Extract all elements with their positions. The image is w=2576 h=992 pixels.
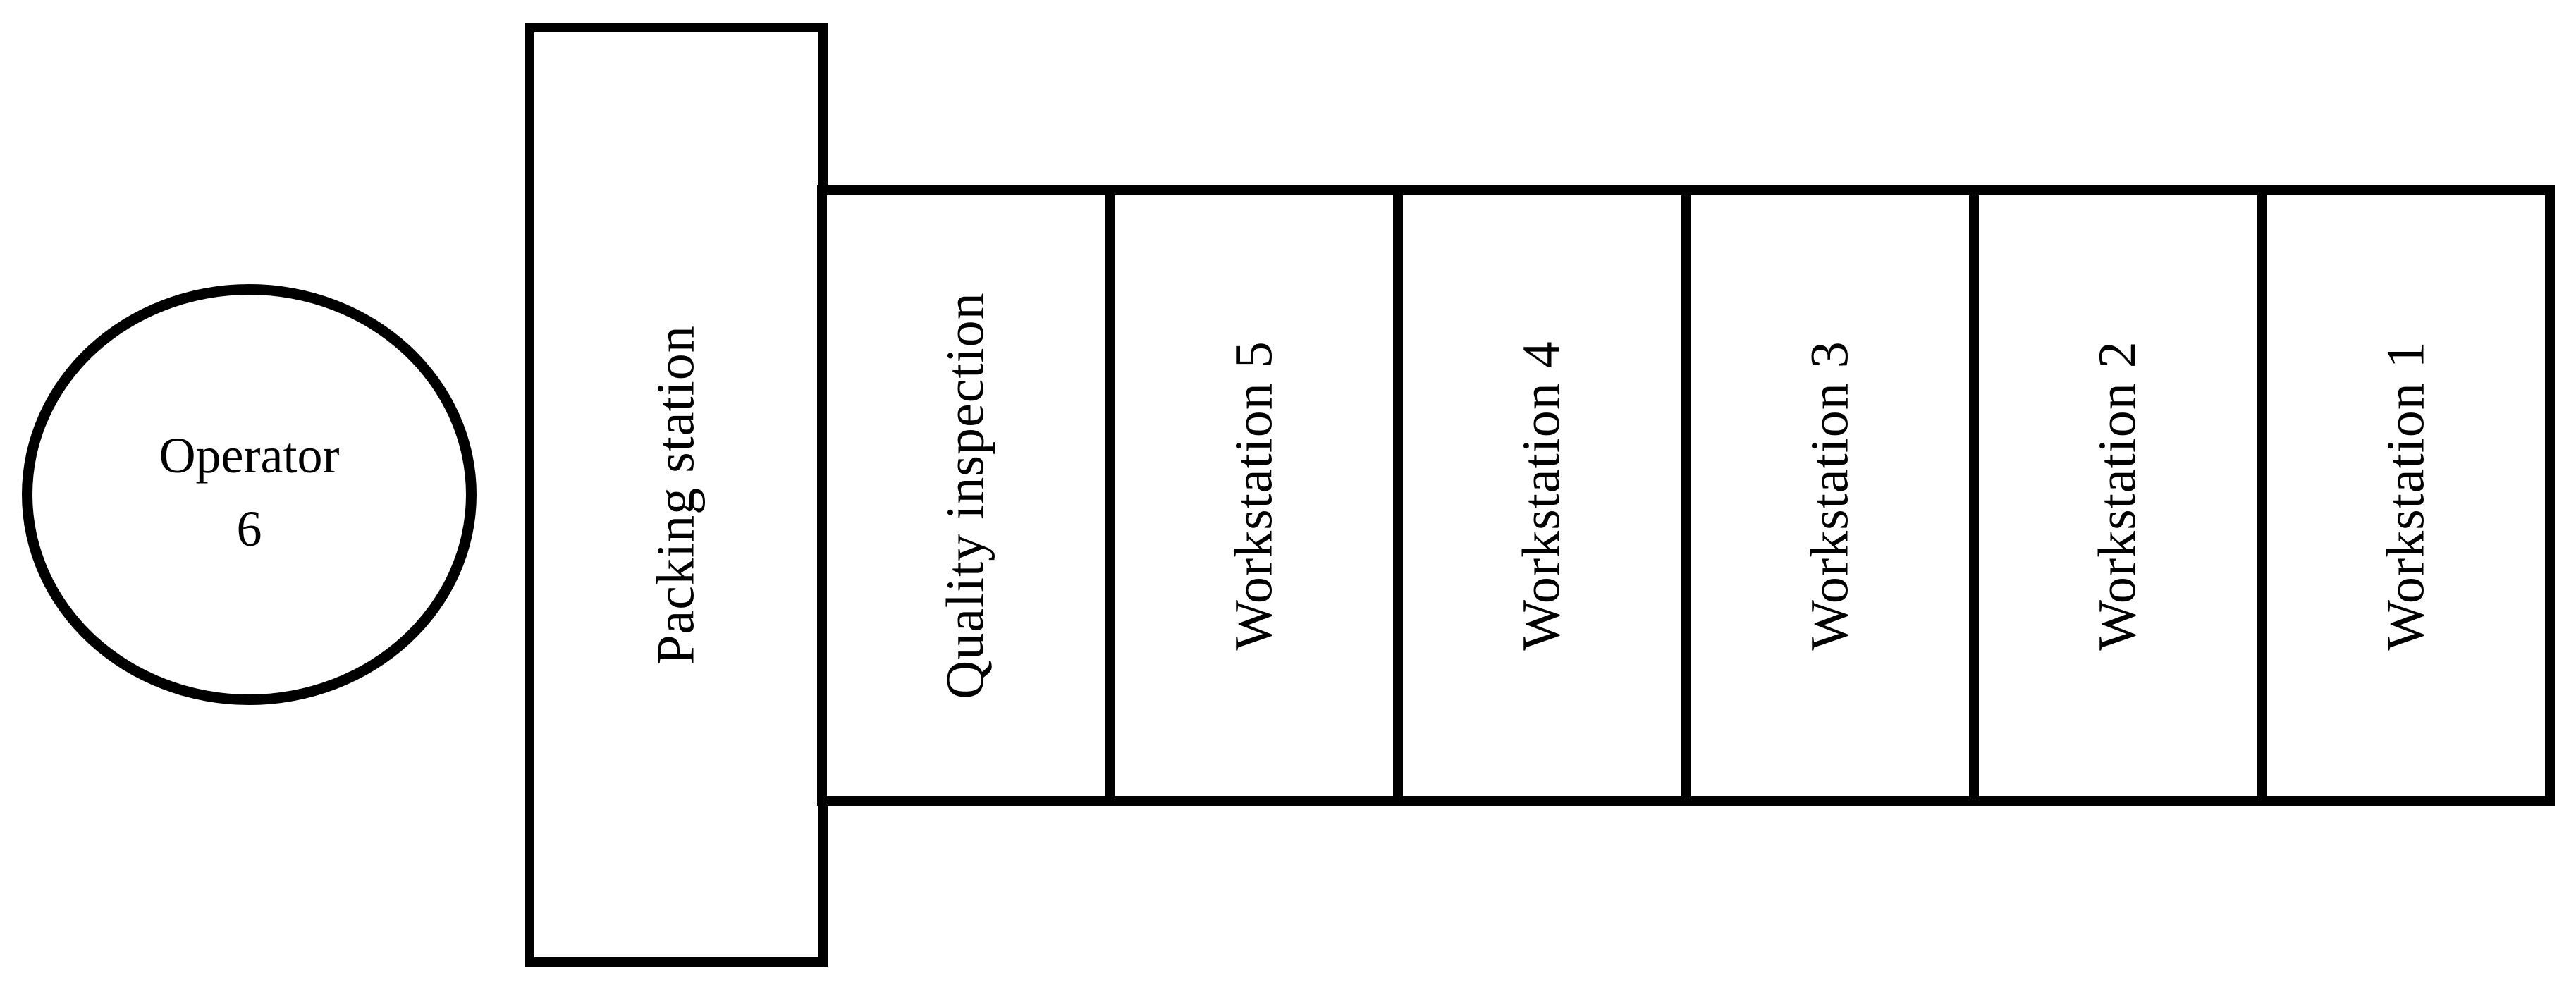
station-cell-workstation-2: Workstation 2 (1969, 195, 2257, 796)
station-cell-workstation-1: Workstation 1 (2257, 195, 2545, 796)
stations-row: Quality inspection Workstation 5 Worksta… (817, 185, 2555, 806)
operator-name-text: Operator (159, 427, 340, 484)
operator-ellipse: Operator 6 (22, 284, 477, 705)
station-label: Workstation 3 (1800, 341, 1860, 651)
station-cell-quality-inspection: Quality inspection (827, 195, 1105, 796)
operator-label: Operator 6 (159, 418, 340, 565)
station-cell-workstation-4: Workstation 4 (1393, 195, 1681, 796)
operator-number-text: 6 (236, 500, 262, 557)
station-cell-workstation-5: Workstation 5 (1105, 195, 1393, 796)
packing-station-label: Packing station (646, 325, 706, 665)
station-label: Workstation 5 (1224, 341, 1284, 651)
station-label: Quality inspection (936, 292, 995, 699)
packing-station-box: Packing station (525, 23, 828, 967)
station-label: Workstation 2 (2087, 341, 2147, 651)
station-label: Workstation 1 (2376, 341, 2436, 651)
station-cell-workstation-3: Workstation 3 (1681, 195, 1969, 796)
station-label: Workstation 4 (1511, 341, 1571, 651)
